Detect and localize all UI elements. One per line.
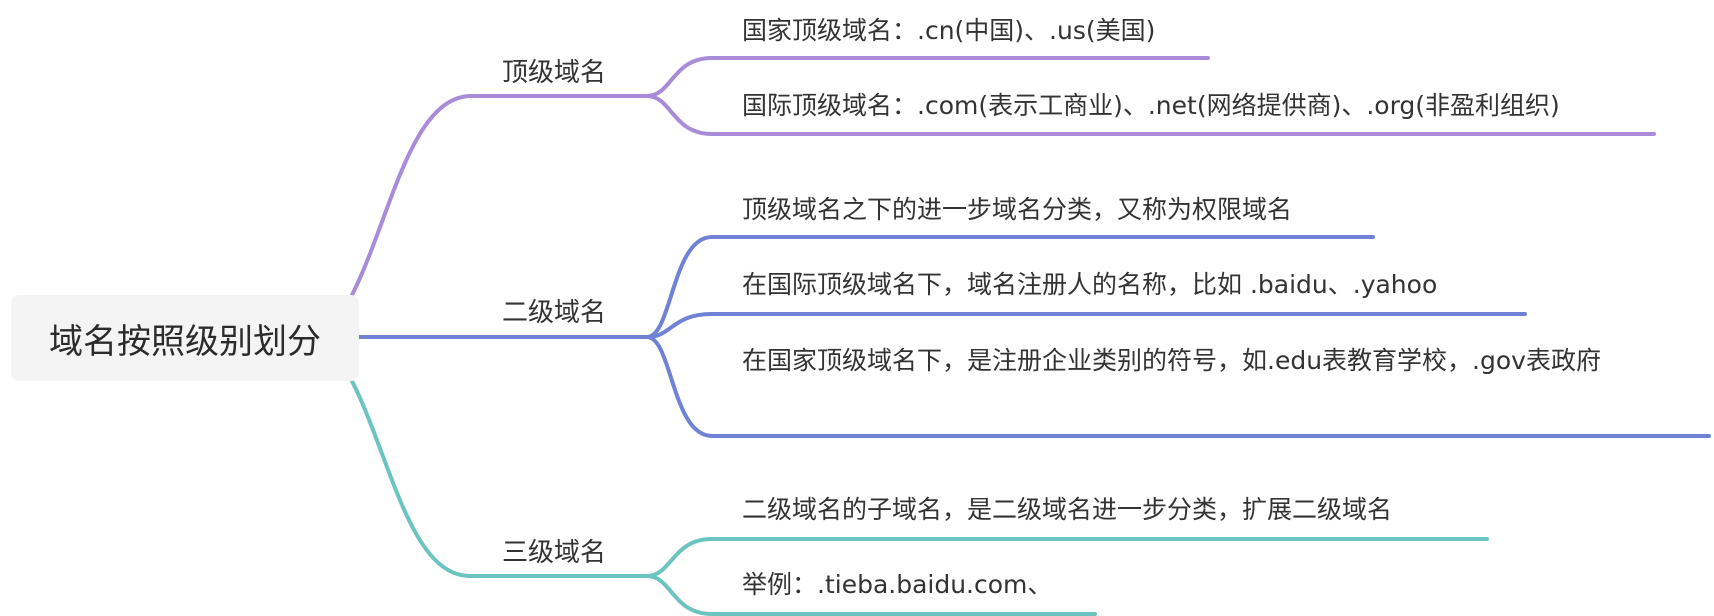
connector-root-to-top-level [350, 94, 649, 297]
leaf-second-level-under-international[interactable]: 在国际顶级域名下，域名注册人的名称，比如 .baidu、.yahoo [742, 270, 1438, 299]
connector-top-level-to-leaf-1 [645, 56, 1210, 98]
leaf-third-level-example[interactable]: 举例：.tieba.baidu.com、 [742, 570, 1053, 599]
leaf-country-tld[interactable]: 国家顶级域名：.cn(中国)、.us(美国) [742, 16, 1156, 45]
root-node[interactable]: 域名按照级别划分 [11, 295, 359, 381]
connector-second-level-to-leaf-3 [645, 335, 1711, 438]
connector-top-level-to-leaf-2 [645, 94, 1656, 136]
leaf-third-level-definition[interactable]: 二级域名的子域名，是二级域名进一步分类，扩展二级域名 [742, 495, 1393, 524]
branch-label-second-level[interactable]: 二级域名 [502, 298, 607, 328]
root-node-label: 域名按照级别划分 [49, 321, 321, 362]
connector-second-level-to-leaf-1 [645, 235, 1375, 339]
leaf-second-level-definition[interactable]: 顶级域名之下的进一步域名分类，又称为权限域名 [742, 195, 1293, 224]
branch-label-third-level[interactable]: 三级域名 [502, 538, 607, 568]
connector-second-level-to-leaf-2 [645, 312, 1527, 339]
connector-third-level-to-leaf-2 [645, 574, 1097, 616]
leaf-international-tld[interactable]: 国际顶级域名：.com(表示工商业)、.net(网络提供商)、.org(非盈利组… [742, 91, 1560, 120]
connector-root-to-third-level [350, 379, 649, 578]
leaf-second-level-under-country[interactable]: 在国家顶级域名下，是注册企业类别的符号，如.edu表教育学校，.gov表政府 [742, 346, 1601, 375]
branch-label-top-level[interactable]: 顶级域名 [502, 58, 607, 88]
connector-third-level-to-leaf-1 [645, 537, 1489, 578]
